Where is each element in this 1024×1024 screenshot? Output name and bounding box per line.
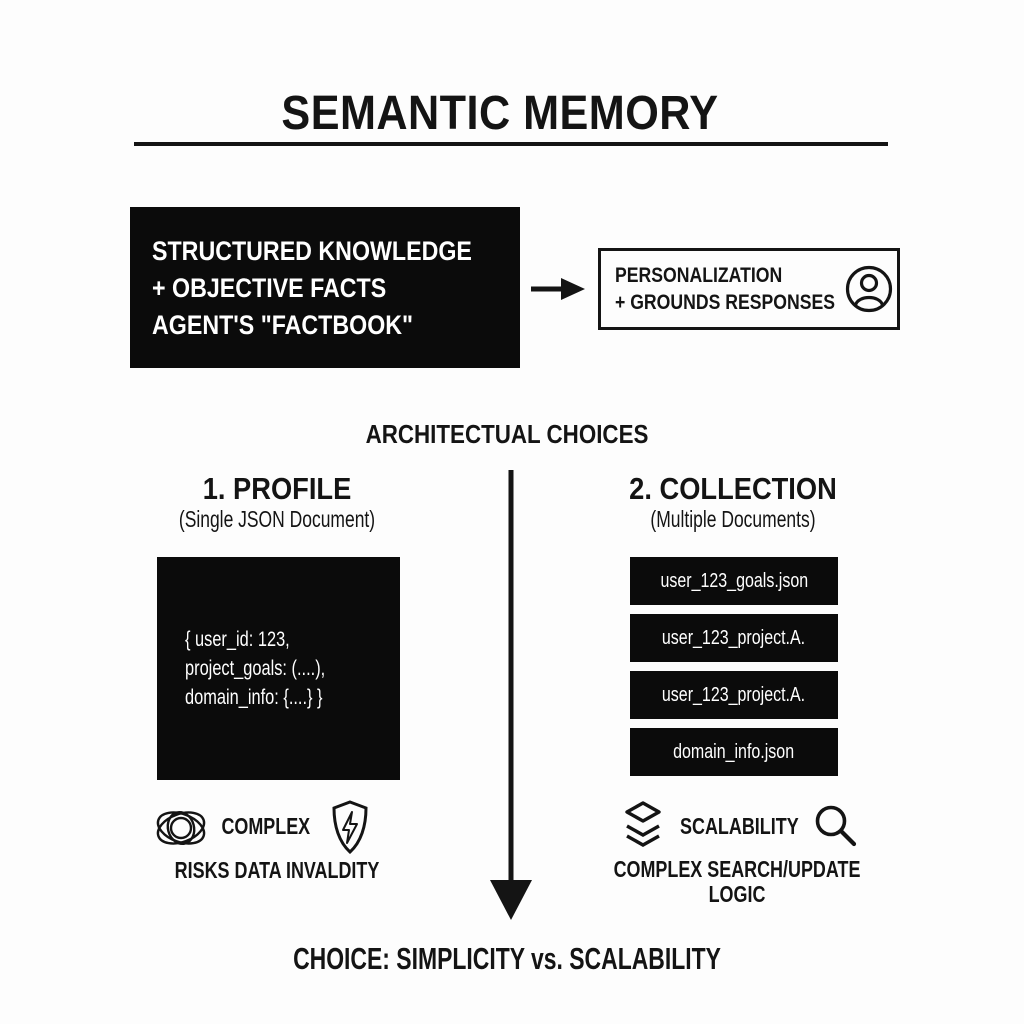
page-title: SEMANTIC MEMORY bbox=[281, 87, 719, 140]
choices-heading: ARCHITECTUAL CHOICES bbox=[365, 419, 649, 449]
file-name: domain_info.json bbox=[673, 740, 795, 763]
file-name: user_123_project.A. bbox=[662, 683, 806, 706]
file-name: user_123_goals.json bbox=[660, 569, 808, 592]
user-icon bbox=[845, 265, 893, 313]
personalization-line-1: PERSONALIZATION bbox=[615, 264, 783, 287]
profile-json-panel: { user_id: 123, project_goals: (....), d… bbox=[157, 557, 400, 780]
personalization-box: PERSONALIZATION + GROUNDS RESPONSES bbox=[598, 248, 900, 330]
arrow-down-icon bbox=[490, 470, 532, 920]
layers-icon bbox=[625, 801, 661, 847]
profile-heading: 1. PROFILE bbox=[202, 471, 352, 506]
collection-caption-line-2: LOGIC bbox=[708, 881, 766, 907]
file-box: user_123_project.A. bbox=[630, 671, 838, 719]
factbook-line-1: STRUCTURED KNOWLEDGE bbox=[152, 236, 472, 266]
collection-heading: 2. COLLECTION bbox=[629, 471, 837, 506]
tangle-icon bbox=[156, 810, 206, 846]
search-icon bbox=[815, 805, 857, 847]
json-code-line-3: domain_info: {....} } bbox=[185, 686, 323, 709]
footer-choice-text: CHOICE: SIMPLICITY vs. SCALABILITY bbox=[293, 941, 721, 976]
json-code-line-2: project_goals: (....), bbox=[185, 657, 326, 680]
file-box: domain_info.json bbox=[630, 728, 838, 776]
profile-subheading: (Single JSON Document) bbox=[178, 506, 376, 532]
factbook-line-3: AGENT'S "FACTBOOK" bbox=[152, 310, 414, 340]
arrow-right-icon bbox=[531, 278, 585, 300]
factbook-panel: STRUCTURED KNOWLEDGE + OBJECTIVE FACTS A… bbox=[130, 207, 520, 368]
personalization-line-2: + GROUNDS RESPONSES bbox=[615, 291, 836, 314]
collection-caption-line-1: COMPLEX SEARCH/UPDATE bbox=[613, 856, 861, 882]
collection-trait-label: SCALABILITY bbox=[680, 813, 799, 839]
profile-caption: RISKS DATA INVALDITY bbox=[174, 857, 380, 883]
profile-trait-label: COMPLEX bbox=[221, 813, 311, 839]
json-code-line-1: { user_id: 123, bbox=[185, 628, 290, 651]
title-underline bbox=[134, 142, 888, 146]
shield-bolt-icon bbox=[332, 800, 368, 855]
factbook-line-2: + OBJECTIVE FACTS bbox=[152, 273, 387, 303]
collection-subheading: (Multiple Documents) bbox=[650, 506, 816, 532]
file-name: user_123_project.A. bbox=[662, 626, 806, 649]
file-box: user_123_goals.json bbox=[630, 557, 838, 605]
file-box: user_123_project.A. bbox=[630, 614, 838, 662]
